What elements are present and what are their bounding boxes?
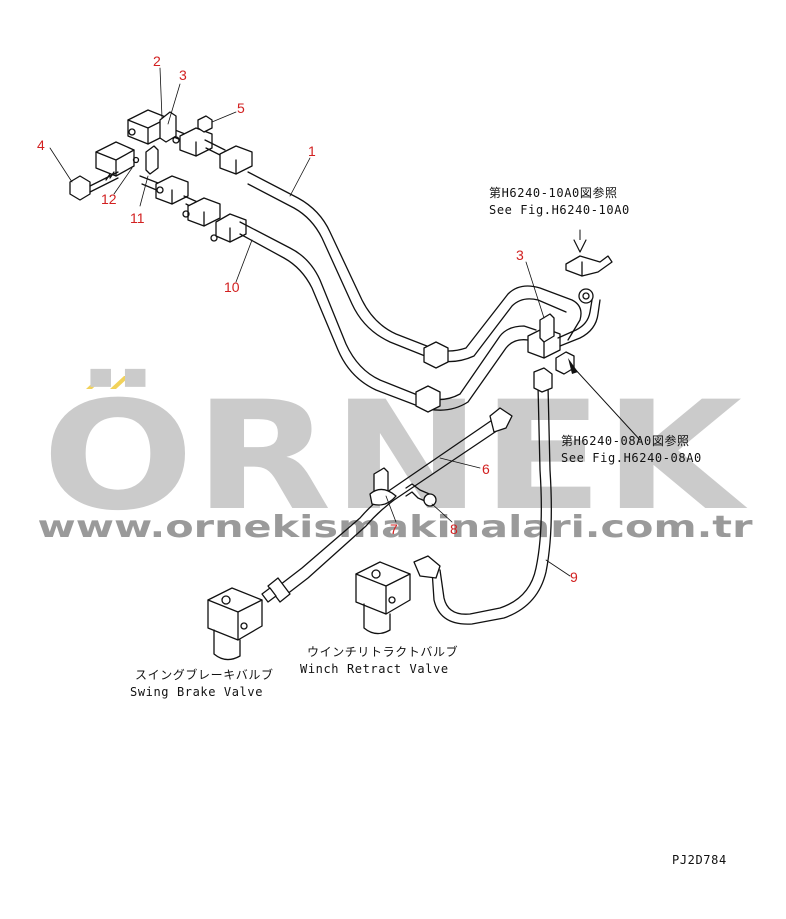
winch-retract-label-en: Winch Retract Valve	[300, 662, 449, 676]
callout-3: 3	[179, 67, 187, 83]
ref-top-en: See Fig.H6240-10A0	[489, 203, 630, 217]
swing-brake-label-jp: スイングブレーキバルブ	[135, 667, 274, 682]
hose-6	[261, 407, 513, 603]
callout-10: 10	[224, 279, 240, 295]
drawing	[49, 67, 641, 661]
callout-6: 6	[482, 461, 490, 477]
watermark-accent-right	[110, 376, 130, 389]
swing-brake-label-en: Swing Brake Valve	[130, 685, 263, 699]
callout-2: 2	[153, 53, 161, 69]
callout-5: 5	[237, 100, 245, 116]
drawing-code: PJ2D784	[672, 853, 727, 867]
ref-mid-en: See Fig.H6240-08A0	[561, 451, 702, 465]
swing-brake-valve-body	[207, 587, 263, 661]
winch-retract-label-jp: ウインチリトラクトバルブ	[307, 644, 458, 659]
callout-7: 7	[390, 521, 398, 537]
callout-9: 9	[570, 569, 578, 585]
winch-retract-valve-body	[355, 561, 411, 635]
callout-4: 4	[37, 137, 45, 153]
labels: 第H6240-10A0図参照 See Fig.H6240-10A0 第H6240…	[130, 185, 727, 867]
ref-top-jp: 第H6240-10A0図参照	[489, 185, 618, 200]
watermark-accent-left	[86, 376, 106, 389]
callout-8: 8	[450, 521, 458, 537]
upper-valve-manifold	[69, 109, 253, 243]
callout-3b: 3	[516, 247, 524, 263]
tube-1	[247, 171, 582, 369]
leader-lines	[49, 67, 571, 577]
callout-1: 1	[308, 143, 316, 159]
hose-9	[413, 367, 553, 625]
ref-mid-jp: 第H6240-08A0図参照	[561, 433, 690, 448]
callouts: 1 2 3 5 4 12 11 10 3 6 7 8 9	[37, 53, 578, 585]
watermark-url: www.ornekismakinalari.com.tr	[38, 510, 753, 545]
callout-11: 11	[130, 210, 145, 226]
tube-10	[239, 221, 537, 413]
right-junction	[527, 229, 641, 441]
callout-12: 12	[101, 191, 117, 207]
